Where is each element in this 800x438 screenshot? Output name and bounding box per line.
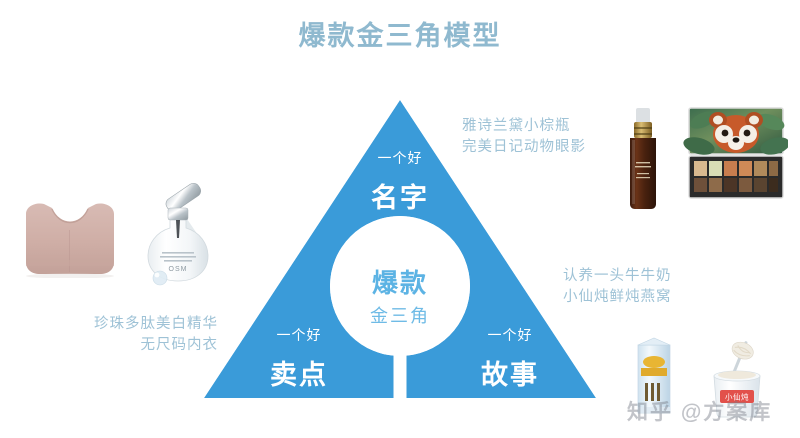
- segment-top[interactable]: 一个好 名字: [371, 150, 429, 213]
- segment-bottom-left-prefix: 一个好: [277, 327, 322, 343]
- svg-text:小仙炖: 小仙炖: [725, 392, 749, 402]
- caption-top-right-line1: 雅诗兰黛小棕瓶: [462, 118, 571, 134]
- estee-lauder-serum-photo: [618, 106, 668, 211]
- caption-left-line1: 珍珠多肽美白精华: [94, 316, 218, 332]
- caption-top-right-line2: 完美日记动物眼影: [462, 139, 586, 155]
- core-main-label: 爆款: [372, 268, 428, 298]
- svg-text:OSM: OSM: [169, 266, 188, 273]
- seamless-bra-photo: [22, 200, 118, 279]
- birds-nest-jar-photo: 小仙炖: [700, 338, 770, 418]
- segment-top-label: 名字: [371, 182, 429, 213]
- segment-bottom-right[interactable]: 一个好 故事: [481, 327, 539, 390]
- caption-middle-right-line1: 认养一头牛牛奶: [563, 268, 672, 284]
- milk-carton-photo: [630, 335, 678, 419]
- core-sub-label: 金三角: [370, 306, 430, 326]
- segment-bottom-left-label: 卖点: [270, 360, 328, 390]
- core-circle: [330, 216, 470, 356]
- segment-top-prefix: 一个好: [378, 150, 423, 166]
- caption-middle-right: 认养一头牛牛奶 小仙炖鲜炖燕窝: [563, 266, 672, 308]
- caption-top-right: 雅诗兰黛小棕瓶 完美日记动物眼影: [462, 116, 586, 158]
- segment-bottom-right-prefix: 一个好: [488, 327, 533, 343]
- diagram-core[interactable]: 爆款 金三角: [330, 216, 470, 356]
- segment-bottom-right-label: 故事: [481, 360, 539, 390]
- caption-middle-right-line2: 小仙炖鲜炖燕窝: [563, 289, 672, 305]
- red-panda-eyeshadow-palette-photo: [683, 104, 790, 202]
- caption-left: 珍珠多肽美白精华 无尺码内衣: [58, 314, 218, 356]
- white-serum-bottle-photo: OSM: [130, 178, 226, 288]
- segment-bottom-left[interactable]: 一个好 卖点: [270, 327, 328, 390]
- caption-left-line2: 无尺码内衣: [140, 337, 218, 353]
- page-title: 爆款金三角模型: [298, 21, 502, 51]
